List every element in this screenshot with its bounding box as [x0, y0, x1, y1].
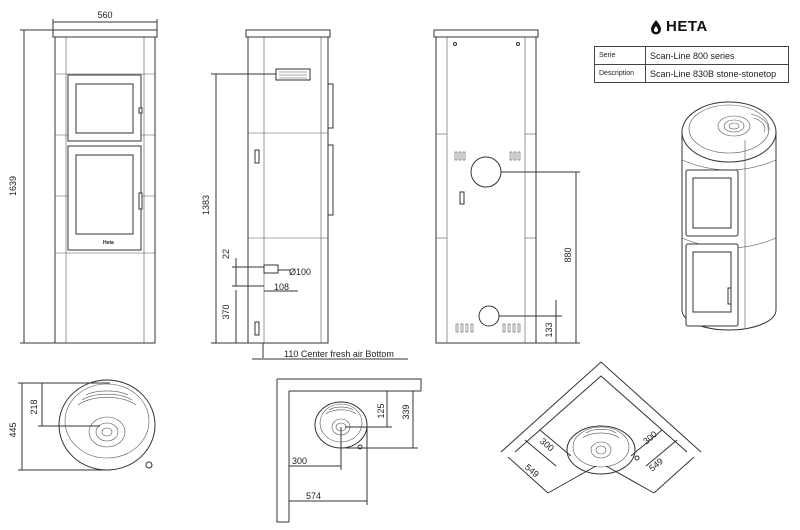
back-vent-slots [454, 151, 521, 333]
rear-flue-stub [263, 264, 279, 274]
upper-door-handle [138, 107, 143, 114]
lower-door-handle [138, 192, 143, 210]
dim-574: 574 [306, 491, 321, 501]
perspective-view [681, 101, 777, 331]
dim-300-right: 300 [641, 429, 659, 446]
top-view: 445 218 [8, 379, 156, 471]
dim-height-1639: 1639 [8, 176, 18, 196]
corner-walls-45 [500, 361, 702, 453]
dim-549-right: 549 [647, 456, 665, 473]
door-logo: Heta [103, 240, 114, 246]
dim-125: 125 [376, 403, 386, 418]
corner-view: 300 300 549 549 [500, 361, 702, 494]
title-key-serie: Serie [594, 46, 646, 65]
title-key-description: Description [594, 64, 646, 83]
dim-300-wall: 300 [292, 456, 307, 466]
front-view: 560 1639 Heta [8, 10, 158, 344]
title-value-description: Scan-Line 830B stone-stonetop [645, 64, 789, 83]
dim-218: 218 [29, 399, 39, 414]
wall-view: 300 574 125 339 [276, 378, 422, 523]
title-block: Serie Scan-Line 800 series Description S… [594, 46, 789, 83]
persp-lower-glass [692, 251, 732, 313]
top-outline [58, 379, 156, 471]
lower-door-glass [75, 154, 134, 235]
dim-339: 339 [401, 404, 411, 419]
fresh-air-note: 110 Center fresh air Bottom [284, 349, 394, 359]
dim-133: 133 [544, 322, 554, 337]
brand-name: HETA [666, 18, 708, 35]
title-row-description: Description Scan-Line 830B stone-stoneto… [594, 64, 789, 83]
dim-445: 445 [8, 422, 18, 437]
dim-diameter-100: Ø100 [289, 267, 311, 277]
stone-top-ellipse [681, 101, 777, 163]
title-row-serie: Serie Scan-Line 800 series [594, 46, 789, 65]
back-view: 880 133 [433, 29, 580, 344]
side-stone-top [245, 29, 331, 38]
dim-1383: 1383 [201, 195, 211, 215]
fresh-air-inlet [478, 305, 500, 327]
dim-370: 370 [221, 304, 231, 319]
dim-108: 108 [274, 282, 289, 292]
top-flue-outlet [275, 68, 311, 81]
corner-walls [276, 378, 422, 523]
flame-drop-icon [651, 19, 661, 34]
dim-22: 22 [221, 249, 231, 259]
side-view: 1383 22 370 Ø100 108 110 Center fresh ai… [201, 29, 408, 360]
dim-880: 880 [563, 247, 573, 262]
dim-width-560: 560 [97, 10, 112, 20]
back-flue-opening [470, 156, 502, 188]
dim-300-left: 300 [538, 436, 556, 453]
persp-upper-glass [692, 177, 732, 229]
brand-logo: HETA [649, 18, 708, 35]
stone-top [52, 29, 158, 38]
dim-549-left: 549 [523, 462, 541, 479]
title-value-serie: Scan-Line 800 series [645, 46, 789, 65]
upper-door-glass [75, 83, 134, 134]
